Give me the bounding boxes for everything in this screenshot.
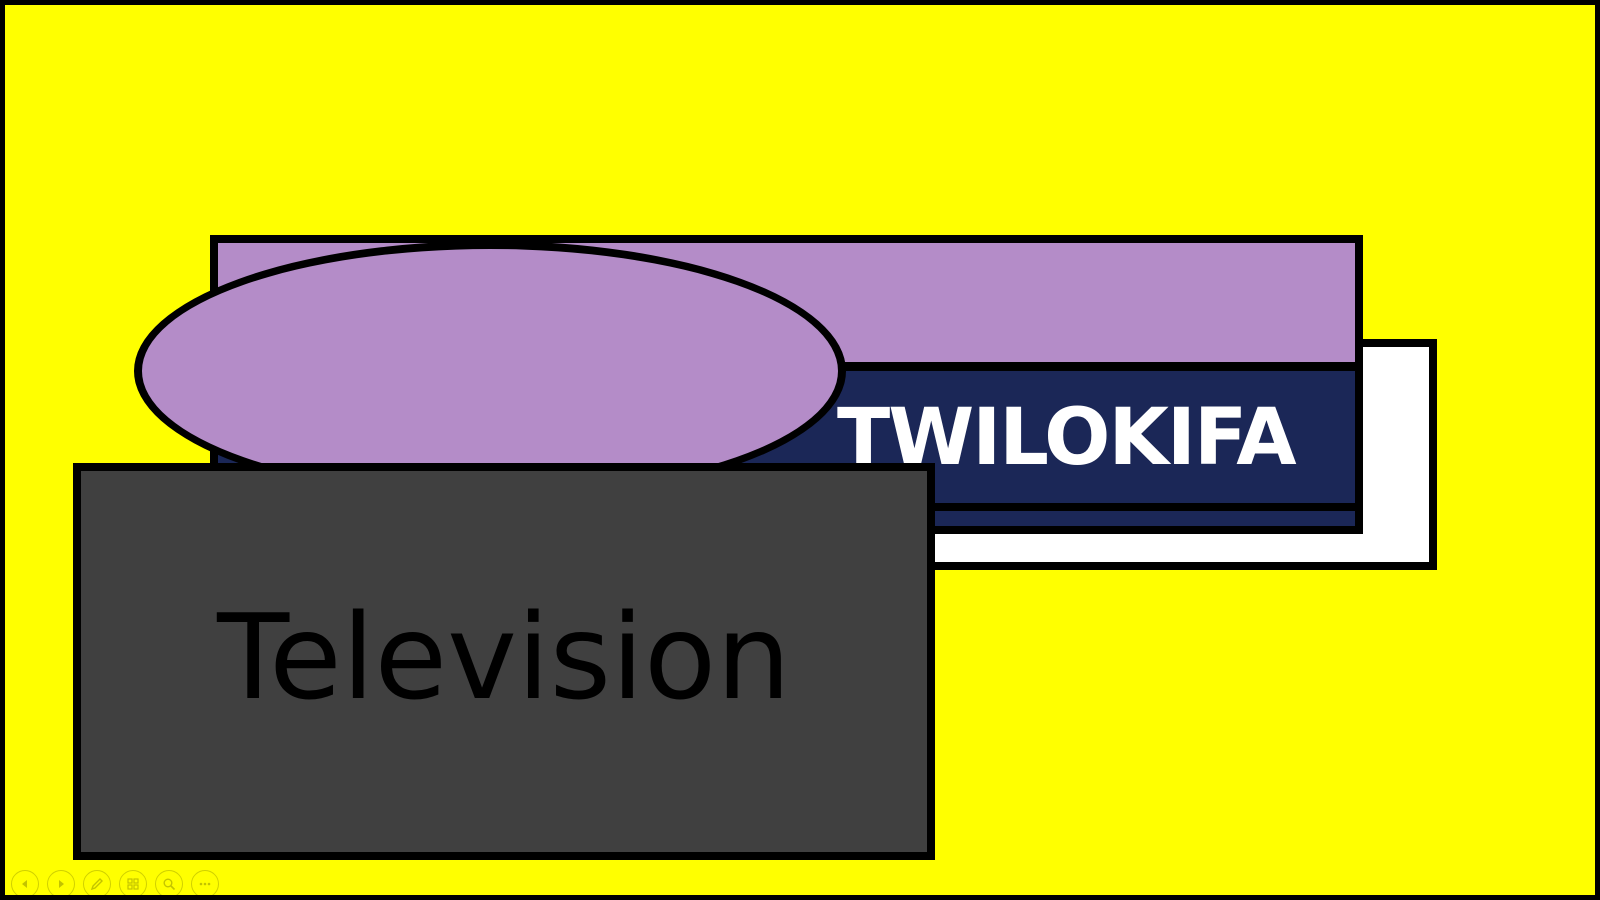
next-icon [59, 880, 64, 888]
pen-button[interactable] [83, 870, 111, 895]
zoom-button[interactable] [155, 870, 183, 895]
slideshow-toolbar [11, 870, 219, 895]
pen-icon [90, 878, 103, 891]
more-options-button[interactable] [191, 870, 219, 895]
next-slide-button[interactable] [47, 870, 75, 895]
more-icon [199, 882, 211, 886]
see-all-slides-button[interactable] [119, 870, 147, 895]
slides-icon [127, 878, 139, 890]
television-box: Television [73, 463, 935, 860]
previous-slide-button[interactable] [11, 870, 39, 895]
zoom-icon [163, 878, 176, 891]
previous-icon [22, 880, 27, 888]
purple-ellipse [134, 241, 846, 501]
television-label: Television [217, 587, 791, 726]
